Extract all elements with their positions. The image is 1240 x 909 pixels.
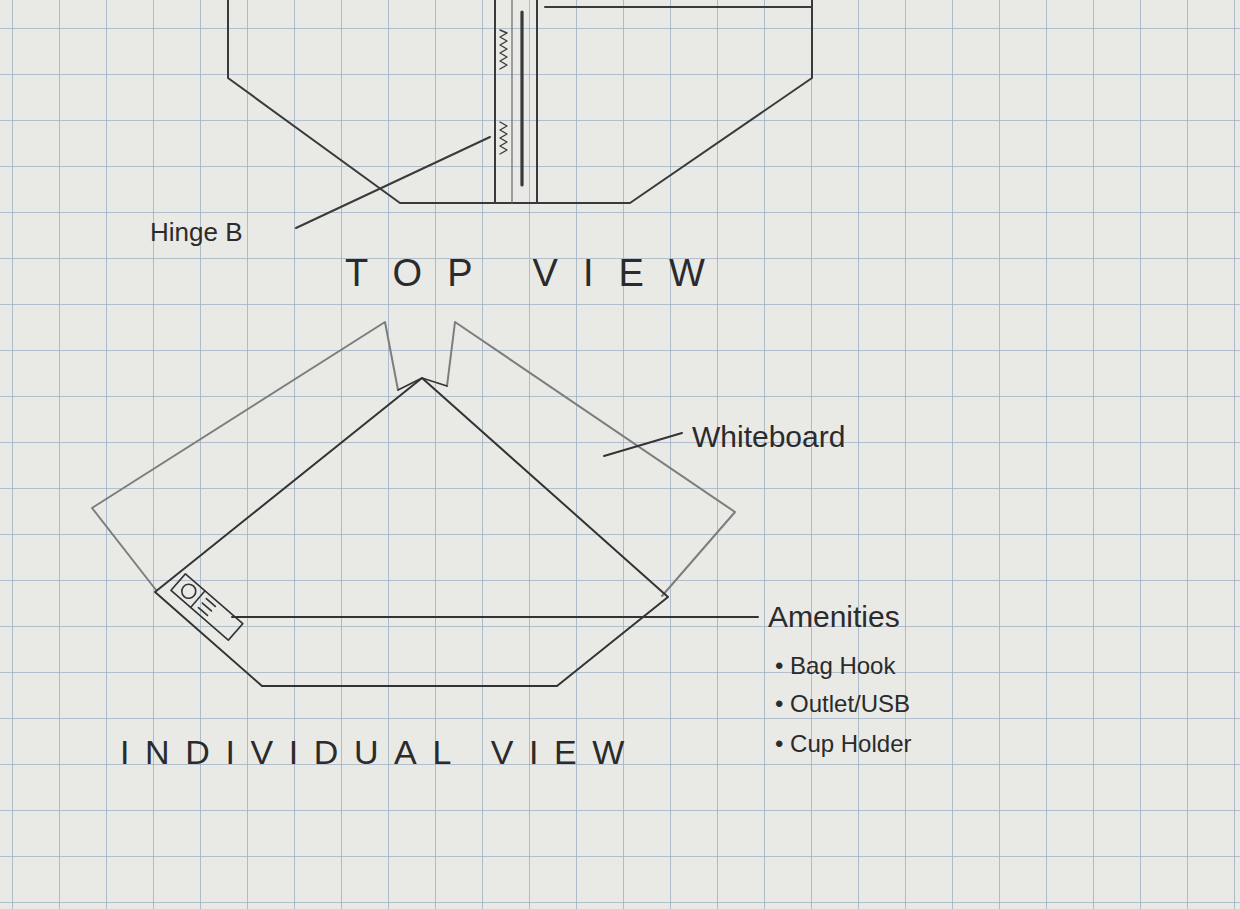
part-label: Hinge B — [150, 218, 243, 248]
top-view-outline — [228, 0, 812, 228]
callout-label: Amenities — [768, 600, 900, 635]
view-title: INDIVIDUAL VIEW — [120, 733, 640, 772]
leader-line — [296, 137, 490, 228]
leader-line — [604, 433, 682, 456]
hinge-symbol — [500, 122, 507, 154]
leader-line — [232, 616, 758, 618]
view-title: TOP VIEW — [345, 252, 730, 296]
list-item: • Outlet/USB — [775, 690, 910, 718]
part-label: Whiteboard — [692, 420, 845, 455]
list-item: • Cup Holder — [775, 730, 911, 758]
hinge-symbol — [500, 30, 507, 69]
individual-view-outline — [92, 322, 758, 686]
amenity-panel — [171, 574, 243, 640]
list-item: • Bag Hook — [775, 652, 895, 680]
